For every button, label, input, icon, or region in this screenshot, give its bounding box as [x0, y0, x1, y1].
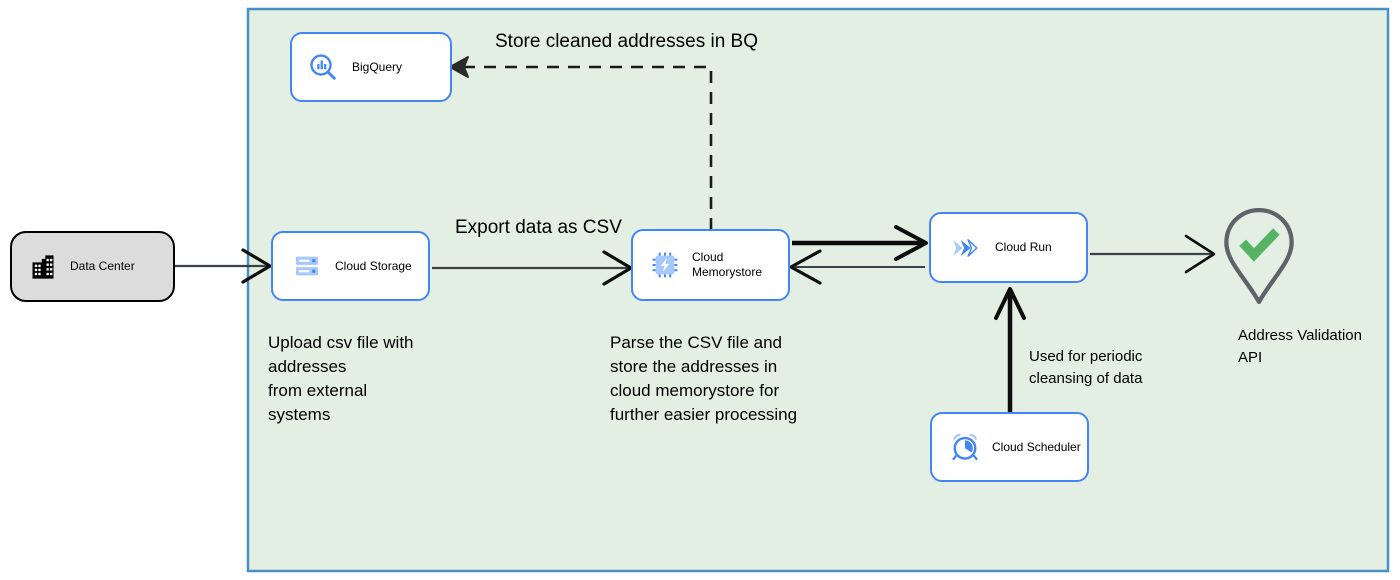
data-center-icon	[28, 252, 58, 282]
edge-datacenter-to-storage	[174, 248, 272, 284]
node-label-cloud-storage: Cloud Storage	[335, 258, 412, 273]
node-label-bigquery: BigQuery	[352, 59, 403, 74]
map-pin-check-icon	[1224, 207, 1294, 305]
edge-label-export-data-as-csv: Export data as CSV	[455, 217, 622, 238]
node-label-cloud-run: Cloud Run	[995, 240, 1052, 254]
cloud-storage-icon	[293, 252, 321, 280]
node-address-validation-api[interactable]	[1218, 205, 1300, 307]
node-cloud-storage[interactable]: Cloud Storage	[271, 231, 430, 301]
node-label-data-center: Data Center	[70, 259, 135, 273]
edge-memorystore-to-cloudrun	[792, 225, 928, 261]
edge-scheduler-to-cloudrun	[994, 287, 1026, 417]
bigquery-icon	[308, 52, 338, 82]
node-data-center[interactable]: Data Center	[10, 231, 175, 302]
node-label-cloud-scheduler: Cloud Scheduler	[992, 439, 1081, 454]
node-bigquery[interactable]: BigQuery	[290, 32, 452, 102]
edge-cloudrun-to-address-api	[1090, 234, 1216, 274]
edge-label-store-cleaned-addresses: Store cleaned addresses in BQ	[495, 31, 758, 52]
edge-cloudrun-to-memorystore	[789, 249, 925, 285]
node-cloud-memorystore[interactable]: Cloud Memorystore	[631, 229, 790, 301]
annotation-parse-note: Parse the CSV file and store the address…	[610, 333, 798, 425]
node-cloud-scheduler[interactable]: Cloud Scheduler	[930, 412, 1089, 482]
node-label-address-validation-api: Address Validation API	[1238, 327, 1362, 366]
cloud-scheduler-icon	[950, 432, 980, 462]
node-label-cloud-memorystore: Cloud Memorystore	[692, 250, 763, 279]
node-cloud-run[interactable]: Cloud Run	[929, 212, 1088, 283]
annotation-upload-note: Upload csv file with addresses from exte…	[268, 333, 414, 425]
cloud-run-icon	[949, 233, 981, 263]
google-cloud-boundary-panel	[246, 7, 1390, 573]
cloud-memorystore-icon	[651, 251, 679, 279]
edge-label-periodic-cleansing: Used for periodic cleansing of data	[1029, 348, 1143, 387]
edge-memorystore-to-bigquery-dashed	[449, 56, 713, 230]
